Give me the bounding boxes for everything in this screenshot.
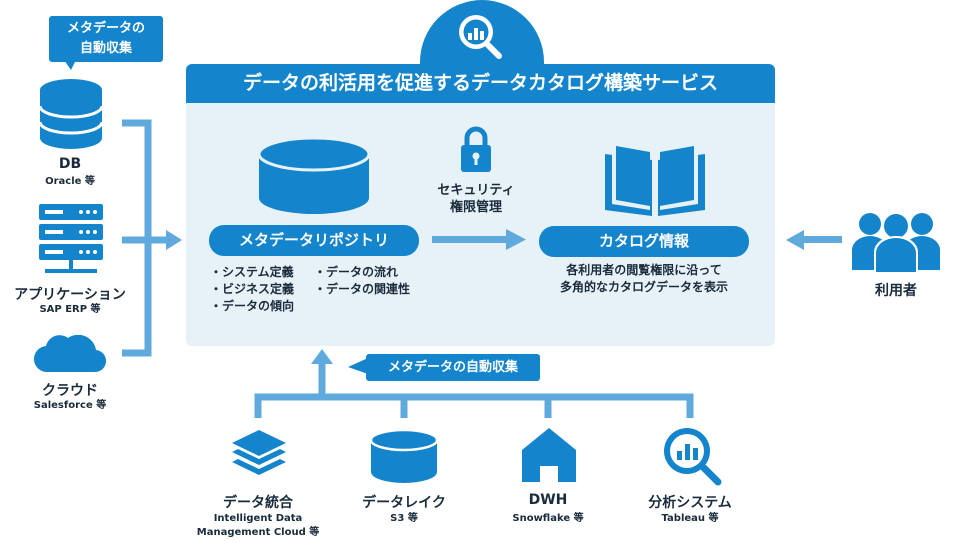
callout-tail [64,60,76,70]
db-icon [38,79,104,149]
source-label-app: アプリケーション [14,287,126,303]
security-line: セキュリティ [437,183,515,198]
source-callout-line: メタデータの [66,21,145,36]
bottom-sub-datalake: S3 等 [390,513,418,524]
bottom-label-analytics: 分析システム [648,495,732,511]
layers-icon [232,430,286,475]
source-sub-app: SAP ERP 等 [39,304,101,315]
cloud-icon [33,334,107,373]
repository-label: メタデータリポジトリ [209,225,419,256]
bottom-sub-dwh: Snowflake 等 [512,513,584,524]
bottom-sub-analytics: Tableau 等 [661,513,719,524]
lock-icon [461,126,491,172]
catalog-desc-line: 各利用者の閲覧権限に沿って [566,263,722,277]
bottom-sub-integration-2: Management Cloud 等 [196,527,320,538]
catalog-desc: 各利用者の閲覧権限に沿って 多角的なカタログデータを表示 [530,262,758,296]
repository-bullets-left: ・システム定義 ・ビジネス定義 ・データの傾向 [210,264,294,315]
bottom-sub-integration-1: Intelligent Data [213,513,303,524]
source-sub-cloud: Salesforce 等 [33,400,107,411]
bottom-callout: メタデータの自動収集 [366,354,540,381]
repository-bullets-right: ・データの流れ ・データの関連性 [314,264,410,298]
users-icon [852,212,940,272]
warehouse-icon [522,428,576,482]
bottom-label-integration: データ統合 [223,495,293,511]
source-sub-db: Oracle 等 [45,176,95,187]
source-callout: メタデータの 自動収集 [49,16,163,62]
source-label-cloud: クラウド [42,383,98,399]
bullet-item: ・システム定義 [210,265,294,279]
bullet-item: ・データの関連性 [314,282,411,296]
service-title: データの利活用を促進するデータカタログ構築サービス [242,72,718,94]
server-icon [39,204,103,273]
catalog-label: カタログ情報 [539,226,749,257]
analytics-icon [664,428,722,486]
users-label: 利用者 [875,283,917,299]
bullet-item: ・データの流れ [314,265,399,279]
flow-arrow [432,229,526,250]
database-icon [257,136,371,214]
security-text: セキュリティ 権限管理 [420,182,532,216]
search-chart-icon [459,15,502,59]
bullet-item: ・データの傾向 [210,299,295,313]
bottom-callout-tail [348,358,368,374]
service-title-bar [186,64,775,103]
source-callout-line: 自動収集 [79,41,132,56]
bottom-label-dwh: DWH [528,492,568,508]
user-arrow [786,230,842,250]
book-icon [605,146,705,216]
catalog-desc-line: 多角的なカタログデータを表示 [559,280,728,294]
source-label-db: DB [58,156,82,172]
datalake-icon [369,428,439,483]
bullet-item: ・ビジネス定義 [210,282,295,296]
security-line: 権限管理 [449,200,502,215]
bottom-label-datalake: データレイク [362,495,446,511]
